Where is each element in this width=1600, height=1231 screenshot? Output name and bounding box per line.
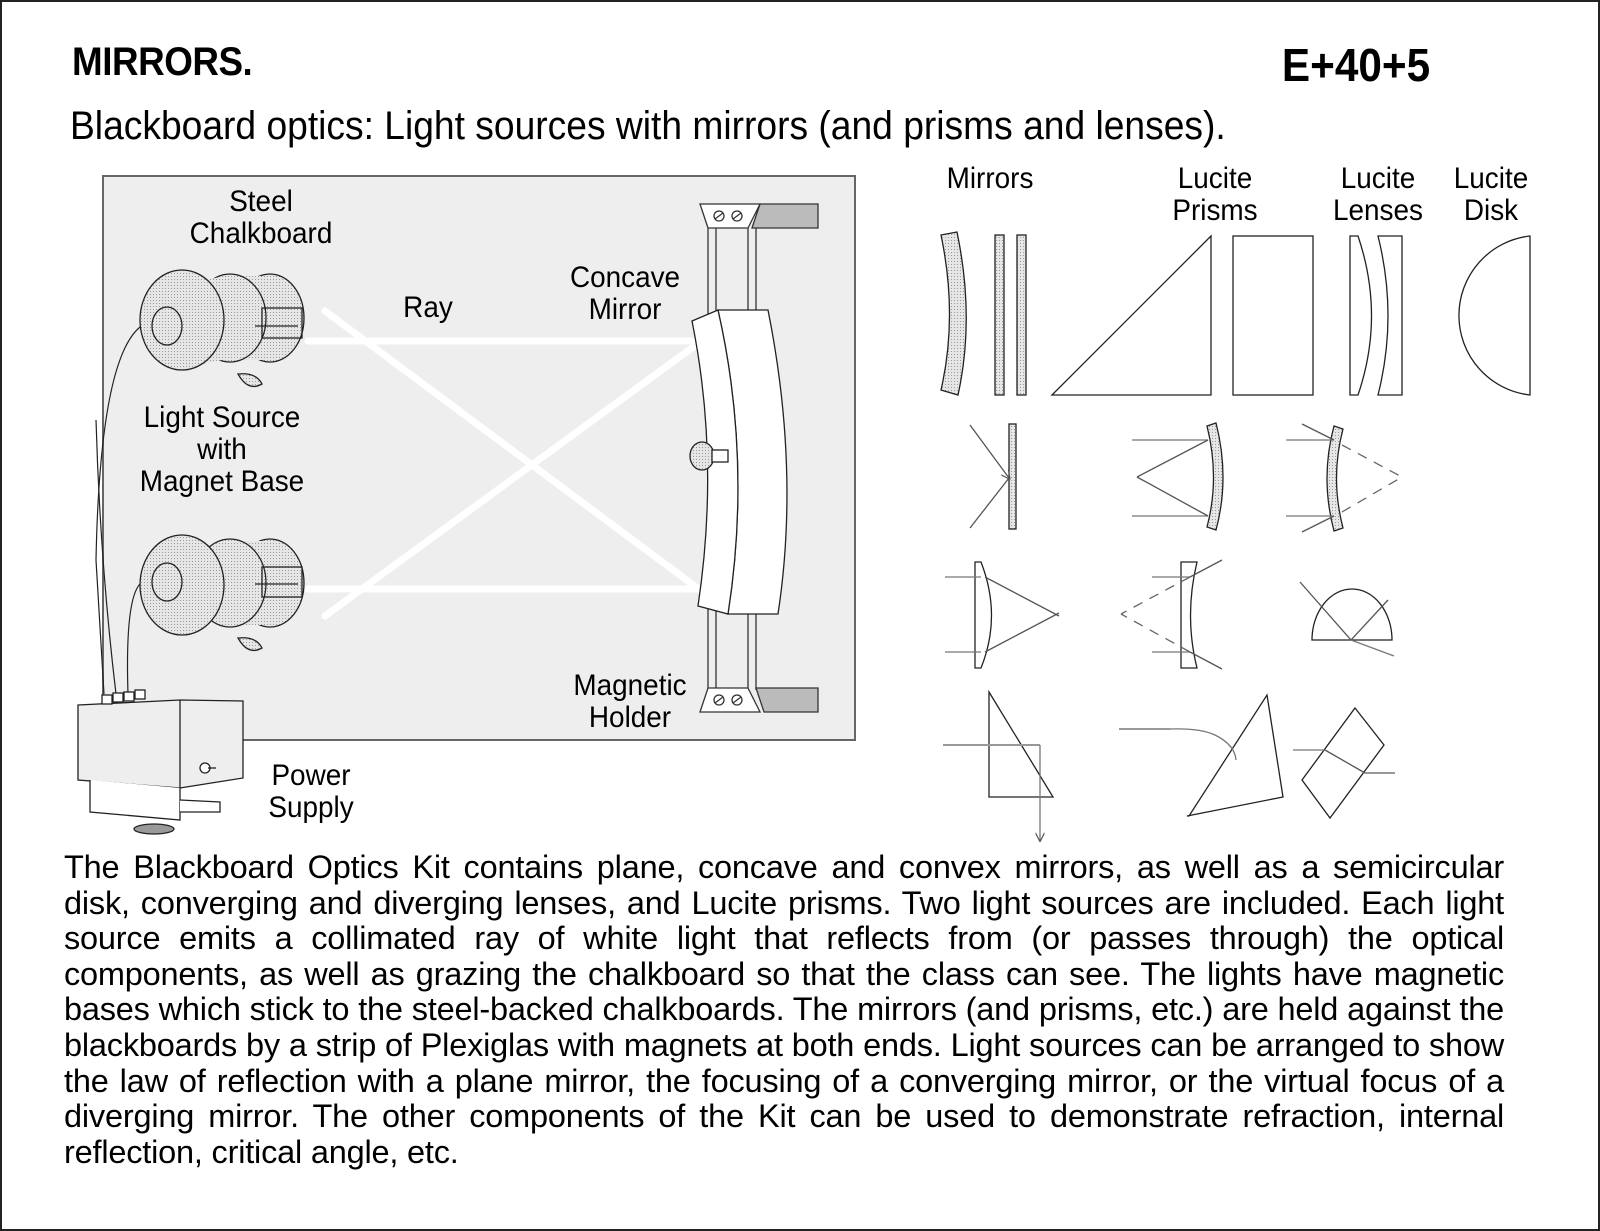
demo-right-prism-tir xyxy=(943,689,1055,840)
demo-concave-mirror-focus xyxy=(1132,422,1224,531)
demo-prism-refraction xyxy=(1119,693,1284,817)
label-power-supply: Power Supply xyxy=(268,759,354,824)
demo-convex-mirror-virtual-focus xyxy=(1286,423,1403,533)
converging-lens-shape xyxy=(1349,235,1373,396)
demo-rhombus-block xyxy=(1293,706,1395,820)
light-rays xyxy=(304,307,704,620)
label-light-source: Light Source with Magnet Base xyxy=(139,401,305,498)
demo-diverging-lens xyxy=(1120,559,1223,670)
label-ray: Ray xyxy=(403,291,453,324)
label-concave-mirror: Concave Mirror xyxy=(569,261,681,326)
curved-mirror-shape xyxy=(940,231,967,396)
concave-mirror xyxy=(689,309,788,615)
description-paragraph: The Blackboard Optics Kit contains plane… xyxy=(64,849,1504,1170)
header-lucite-disk: Lucite Disk xyxy=(1453,162,1529,227)
demo-code: E+40+5 xyxy=(1281,39,1430,91)
power-cords xyxy=(95,326,141,695)
demo-converging-lens xyxy=(945,561,1060,669)
diverging-lens-shape xyxy=(1377,235,1403,396)
plane-mirror-shape xyxy=(994,234,1005,396)
power-supply xyxy=(77,689,244,835)
light-source-bottom xyxy=(139,534,305,652)
page-title: MIRRORS. xyxy=(72,40,253,84)
plane-mirror-shape-2 xyxy=(1016,234,1027,396)
label-magnetic-holder: Magnetic Holder xyxy=(573,669,687,734)
demo-semicircular-disk xyxy=(1299,581,1395,657)
triangle-prism-shape xyxy=(1050,234,1212,396)
header-lucite-lenses: Lucite Lenses xyxy=(1333,162,1423,227)
magnetic-holder xyxy=(699,203,819,713)
header-mirrors: Mirrors xyxy=(946,162,1034,195)
header-lucite-prisms: Lucite Prisms xyxy=(1172,162,1258,227)
rectangular-block-shape xyxy=(1232,235,1314,396)
light-source-top xyxy=(139,269,305,388)
demo-plane-mirror-reflection xyxy=(969,423,1017,530)
label-steel-chalkboard: Steel Chalkboard xyxy=(189,185,333,250)
semicircular-disk-shape xyxy=(1458,235,1531,396)
page-subtitle: Blackboard optics: Light sources with mi… xyxy=(70,104,1226,148)
